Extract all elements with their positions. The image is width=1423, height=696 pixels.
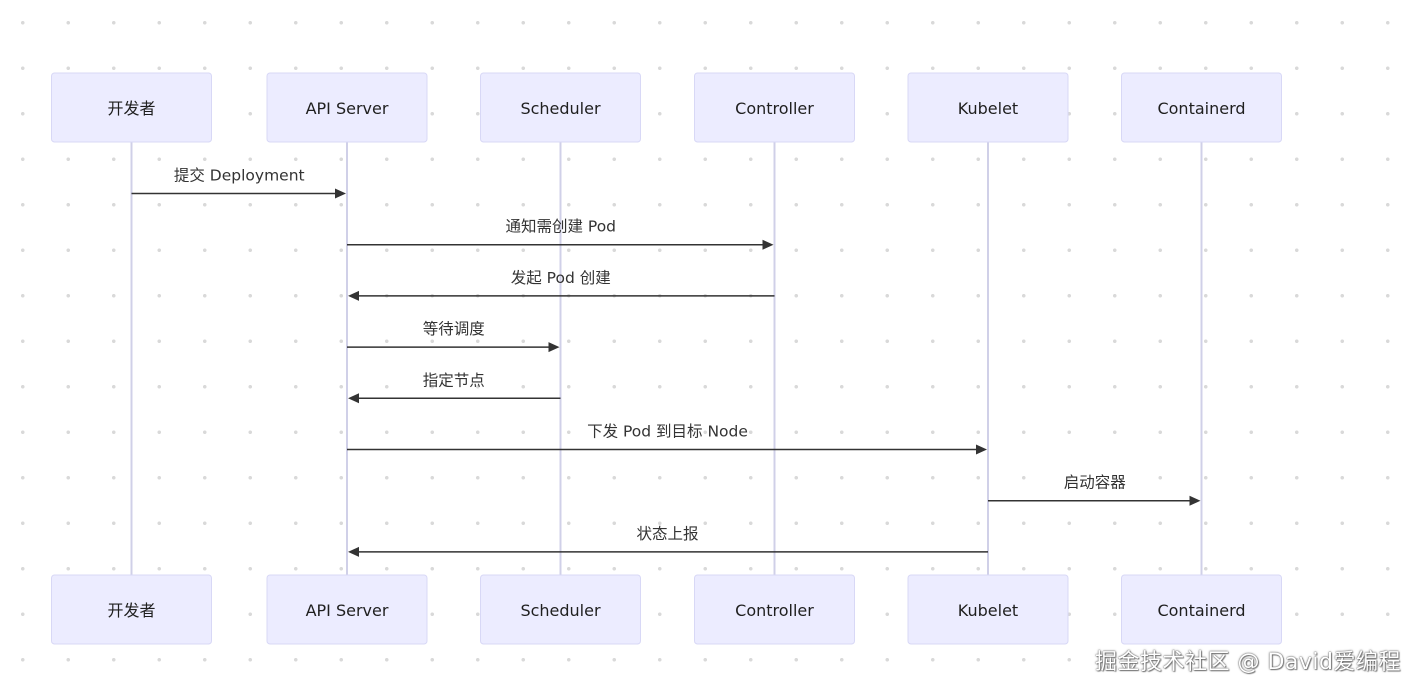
participant-box <box>1121 574 1282 645</box>
message-0: 提交 Deployment <box>131 167 346 199</box>
message-2: 发起 Pod 创建 <box>348 269 775 301</box>
participant-label: Containerd <box>1157 601 1245 620</box>
participant-top-4: Kubelet <box>907 72 1069 143</box>
participant-box <box>694 574 855 645</box>
participant-label: Controller <box>735 99 814 118</box>
participant-label: API Server <box>306 99 389 118</box>
participant-box <box>266 72 428 143</box>
message-3: 等待调度 <box>347 320 560 353</box>
participants-top: 开发者 API Server Scheduler Controller Kubelet C… <box>51 72 1282 143</box>
arrowhead-icon <box>348 546 359 557</box>
message-label: 启动容器 <box>1064 474 1127 492</box>
messages: 提交 Deployment 通知需创建 Pod 发起 Pod 创建等待调度指定节点下… <box>131 167 1201 557</box>
message-label: 下发 Pod 到目标 Node <box>587 423 748 441</box>
message-1: 通知需创建 Pod <box>347 218 774 250</box>
participant-box <box>1121 72 1282 143</box>
participant-box <box>51 72 212 143</box>
participant-bottom-0: 开发者 <box>51 574 212 645</box>
participant-label: Scheduler <box>520 601 601 620</box>
message-label: 提交 Deployment <box>174 167 305 185</box>
participant-label: API Server <box>306 601 389 620</box>
participant-label: 开发者 <box>107 99 155 118</box>
participant-label: 开发者 <box>107 601 155 620</box>
message-label: 指定节点 <box>423 371 485 389</box>
message-5: 下发 Pod 到目标 Node <box>347 423 987 455</box>
participant-label: Kubelet <box>958 99 1018 118</box>
participant-top-1: API Server <box>266 72 428 143</box>
participant-box <box>907 72 1069 143</box>
message-4: 指定节点 <box>348 371 561 404</box>
participant-bottom-4: Kubelet <box>907 574 1069 645</box>
message-label: 等待调度 <box>423 320 485 338</box>
message-6: 启动容器 <box>988 474 1201 506</box>
message-7: 状态上报 <box>348 525 988 557</box>
arrowhead-icon <box>348 290 359 301</box>
participant-bottom-1: API Server <box>266 574 428 645</box>
participant-box <box>51 574 212 645</box>
participant-top-0: 开发者 <box>51 72 212 143</box>
arrowhead-icon <box>348 393 359 404</box>
participants-bottom: 开发者 API Server Scheduler Controller Kubelet C… <box>51 574 1282 645</box>
participant-label: Scheduler <box>520 99 601 118</box>
participant-top-3: Controller <box>694 72 855 143</box>
arrowhead-icon <box>1189 495 1201 506</box>
message-label: 状态上报 <box>636 525 698 543</box>
arrowhead-icon <box>976 444 987 455</box>
participant-top-5: Containerd <box>1121 72 1282 143</box>
participant-box <box>480 574 641 645</box>
participant-box <box>480 72 641 143</box>
participant-box <box>694 72 855 143</box>
participant-label: Containerd <box>1157 99 1245 118</box>
participant-top-2: Scheduler <box>480 72 641 143</box>
lifelines <box>130 142 1203 575</box>
arrowhead-icon <box>762 239 774 250</box>
participant-box <box>266 574 428 645</box>
message-label: 发起 Pod 创建 <box>511 269 611 287</box>
arrowhead-icon <box>548 342 560 353</box>
watermark: 掘金技术社区 @ David爱编程 <box>1094 650 1401 675</box>
arrowhead-icon <box>335 188 346 199</box>
participant-bottom-5: Containerd <box>1121 574 1282 645</box>
participant-bottom-2: Scheduler <box>480 574 641 645</box>
participant-box <box>907 574 1069 645</box>
participant-label: Kubelet <box>958 601 1018 620</box>
participant-bottom-3: Controller <box>694 574 855 645</box>
participant-label: Controller <box>735 601 814 620</box>
message-label: 通知需创建 Pod <box>505 218 616 236</box>
